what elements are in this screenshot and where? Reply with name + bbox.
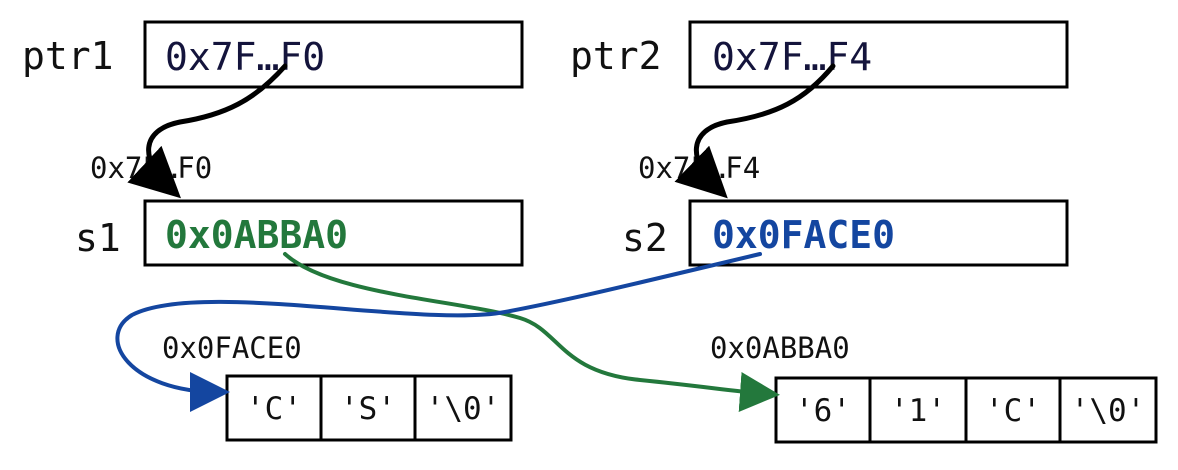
variable-value-s1: 0x0ABBA0 [165, 213, 348, 257]
array-cell [319, 374, 417, 442]
array-cell [868, 376, 968, 444]
array-cell-text: 'C' [985, 393, 1041, 429]
arrow-ptr2-to-s2 [674, 63, 836, 199]
arrow-ptr1-to-s1 [127, 63, 288, 199]
variable-box-s1 [143, 199, 524, 267]
variable-label-s2: s2 [622, 216, 668, 260]
array-cell [413, 374, 513, 442]
pointer-label-ptr1: ptr1 [22, 34, 114, 78]
pointer-ptr2: ptr2 0x7F…F4 [570, 20, 1069, 89]
variable-value-s2: 0x0FACE0 [712, 213, 895, 257]
array-cell-text: '6' [795, 393, 851, 429]
pointer-ptr1: ptr1 0x7F…F0 [22, 20, 524, 89]
array-cell-text: 'S' [340, 391, 396, 427]
variable-s2: 0x7F…F4 s2 0x0FACE0 [622, 151, 1069, 267]
arrow-s1-to-array-abba [283, 252, 780, 412]
array-cell-text: '\0' [1071, 393, 1146, 429]
pointer-box-ptr2 [688, 20, 1069, 89]
pointer-value-ptr2: 0x7F…F4 [712, 35, 872, 79]
array-cell [225, 374, 323, 442]
array-abba: 0x0ABBA0 '6' '1' 'C' '\0' [710, 331, 1158, 444]
array-cell-text: '\0' [426, 391, 501, 427]
array-address-face: 0x0FACE0 [162, 331, 302, 365]
array-cell [964, 376, 1062, 444]
pointer-label-ptr2: ptr2 [570, 34, 662, 78]
arrow-s2-to-array-face [115, 252, 762, 412]
array-cell [1058, 376, 1158, 444]
pointer-box-ptr1 [143, 20, 524, 89]
array-cell-text: 'C' [246, 391, 302, 427]
pointer-value-ptr1: 0x7F…F0 [165, 35, 325, 79]
array-address-abba: 0x0ABBA0 [710, 331, 850, 365]
array-face: 0x0FACE0 'C' 'S' '\0' [162, 331, 513, 442]
array-cell-text: '1' [890, 393, 946, 429]
variable-label-s1: s1 [75, 216, 121, 260]
variable-s1: 0x7F…F0 s1 0x0ABBA0 [75, 151, 524, 267]
